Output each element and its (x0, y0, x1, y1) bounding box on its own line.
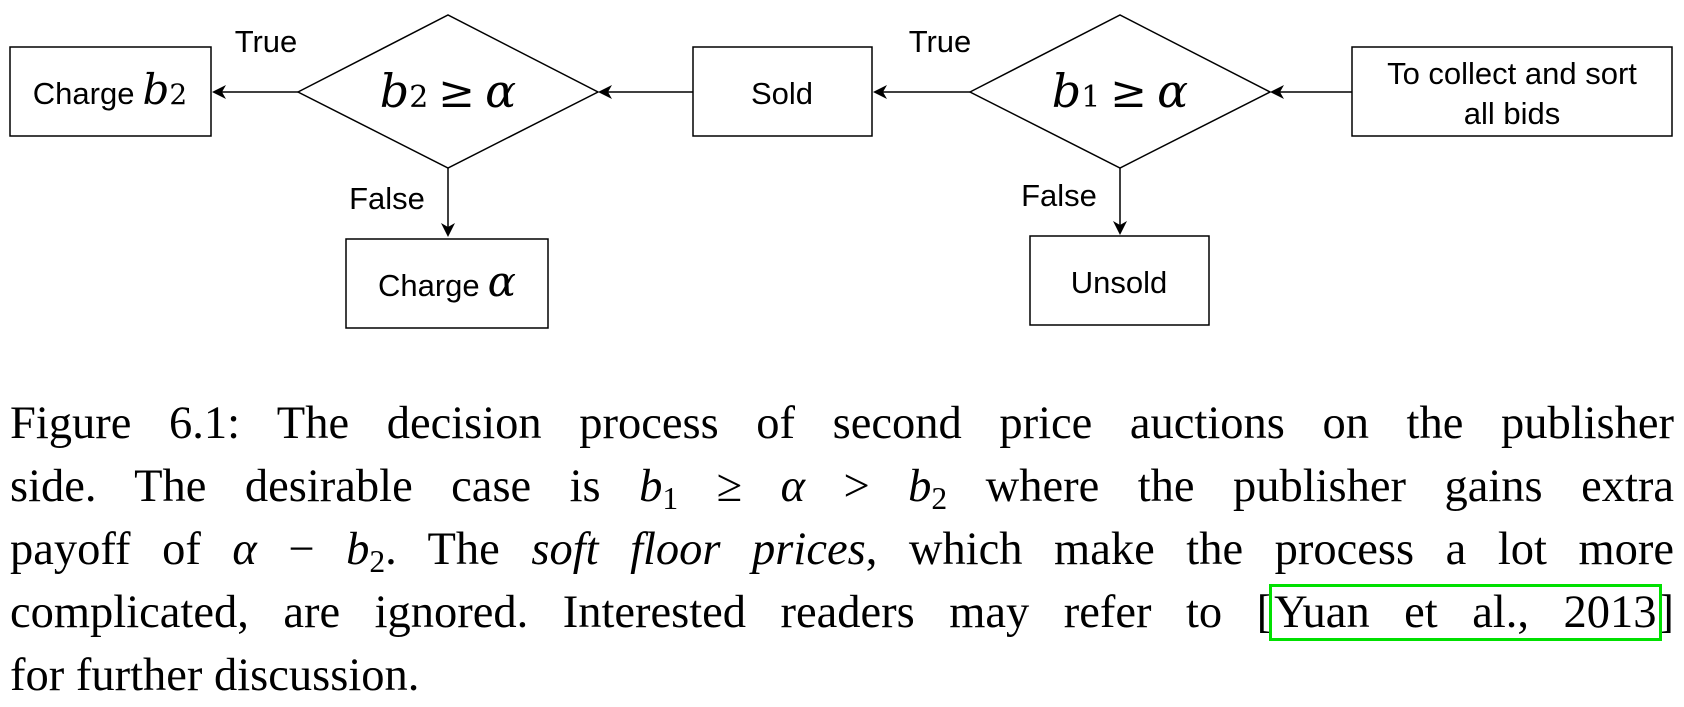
caption-line-3: payoff of α − b2. The soft floor prices,… (10, 524, 1675, 579)
start-box: To collect and sort all bids (1351, 46, 1673, 137)
flowchart: To collect and sort all bids b1≥α True S… (9, 14, 1673, 329)
unsold-label: Unsold (1071, 265, 1168, 300)
figure-caption: Figure 6.1: The decision process of seco… (10, 392, 1674, 707)
sold-label: Sold (751, 76, 813, 111)
decision2-condition: b2≥α (380, 64, 517, 118)
start-box-line1: To collect and sort (1387, 56, 1637, 91)
decision2-true-label: True (235, 24, 298, 59)
caption-line-4: complicated, are ignored. Interested rea… (10, 584, 1674, 641)
start-box-line2: all bids (1464, 96, 1561, 131)
caption-line-2: side. The desirable case is b1 ≥ α > b2 … (10, 461, 1675, 516)
decision2-diamond: b2≥α (296, 14, 600, 169)
decision2-false-label: False (349, 181, 425, 216)
unsold-box: Unsold (1029, 235, 1210, 326)
caption-line-1: Figure 6.1: The decision process of seco… (10, 398, 1674, 449)
sold-box: Sold (692, 46, 873, 137)
decision1-diamond: b1≥α (968, 14, 1272, 169)
decision1-false-label: False (1021, 178, 1097, 213)
citation-link[interactable]: Yuan et al., 2013 (1269, 584, 1662, 641)
caption-line-5: for further discussion. (10, 650, 420, 701)
decision1-condition: b1≥α (1052, 64, 1189, 118)
decision1-true-label: True (909, 24, 972, 59)
